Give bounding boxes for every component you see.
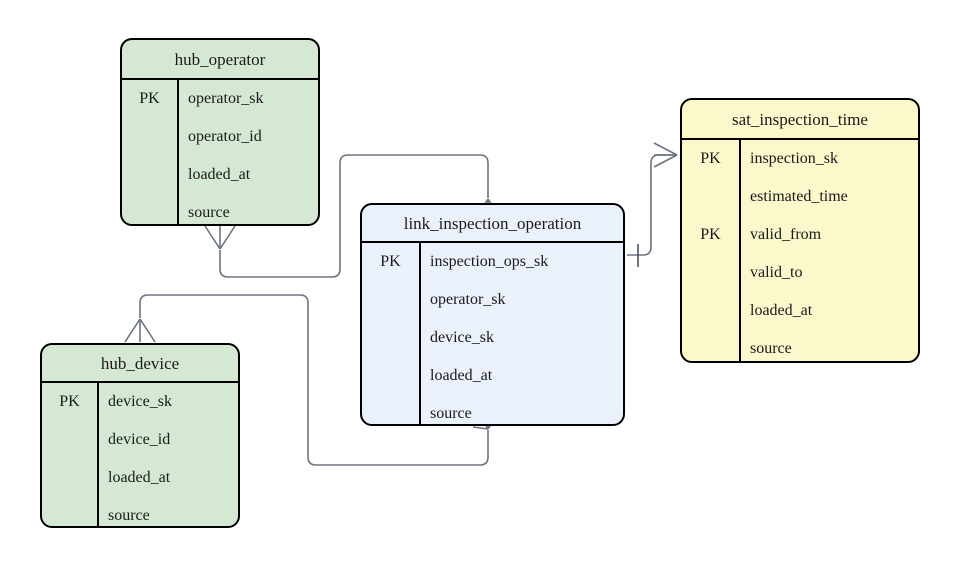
- entity-sat-inspection-time[interactable]: sat_inspection_time PK inspection_sk est…: [680, 98, 920, 363]
- attribute-row[interactable]: PK inspection_ops_sk: [362, 243, 623, 281]
- attribute-key: PK: [682, 140, 741, 178]
- attribute-row[interactable]: source: [362, 395, 623, 424]
- attribute-row[interactable]: operator_sk: [362, 281, 623, 319]
- attribute-row[interactable]: source: [682, 330, 918, 361]
- entity-title-sat-inspection-time: sat_inspection_time: [682, 100, 918, 140]
- relationship-link-sat[interactable]: [627, 142, 678, 267]
- attribute-table-hub-device: PK device_sk device_id loaded_at source: [42, 383, 238, 526]
- entity-hub-device[interactable]: hub_device PK device_sk device_id loaded…: [40, 343, 240, 528]
- attribute-name: source: [188, 204, 230, 221]
- entity-title-link-inspection-operation: link_inspection_operation: [362, 205, 623, 243]
- attribute-key: [122, 118, 179, 156]
- attribute-name: valid_to: [750, 264, 803, 281]
- crows-foot-hub-operator: [204, 225, 236, 250]
- attribute-key: [362, 395, 421, 424]
- attribute-key: [122, 156, 179, 194]
- attribute-key: PK: [42, 383, 99, 421]
- attribute-name: source: [750, 340, 792, 357]
- attribute-key: [682, 292, 741, 330]
- attribute-key: PK: [362, 243, 421, 281]
- attribute-table-link-inspection-operation: PK inspection_ops_sk operator_sk device_…: [362, 243, 623, 424]
- crows-foot-hub-device: [124, 318, 156, 343]
- attribute-row[interactable]: PK valid_from: [682, 216, 918, 254]
- attribute-row[interactable]: device_sk: [362, 319, 623, 357]
- attribute-key: [682, 254, 741, 292]
- attribute-name: operator_sk: [188, 90, 264, 107]
- entity-hub-operator[interactable]: hub_operator PK operator_sk operator_id …: [120, 38, 320, 226]
- attribute-name: device_id: [108, 431, 171, 448]
- entity-title-hub-device: hub_device: [42, 345, 238, 383]
- attribute-name: source: [108, 507, 150, 524]
- attribute-name: device_sk: [430, 329, 494, 346]
- entity-title-hub-operator: hub_operator: [122, 40, 318, 80]
- attribute-key: [362, 319, 421, 357]
- attribute-name: inspection_ops_sk: [430, 253, 549, 270]
- attribute-key: [362, 357, 421, 395]
- attribute-row[interactable]: operator_id: [122, 118, 318, 156]
- attribute-name: valid_from: [750, 226, 822, 243]
- attribute-row[interactable]: estimated_time: [682, 178, 918, 216]
- attribute-name: loaded_at: [188, 166, 251, 183]
- attribute-name: estimated_time: [750, 188, 848, 205]
- attribute-row[interactable]: PK device_sk: [42, 383, 238, 421]
- attribute-table-hub-operator: PK operator_sk operator_id loaded_at sou…: [122, 80, 318, 224]
- attribute-row[interactable]: loaded_at: [42, 459, 238, 497]
- attribute-name: operator_id: [188, 128, 262, 145]
- attribute-key: [122, 194, 179, 224]
- crows-foot-sat-inspection-time: [653, 142, 678, 168]
- attribute-key: [362, 281, 421, 319]
- attribute-row[interactable]: PK operator_sk: [122, 80, 318, 118]
- attribute-name: inspection_sk: [750, 150, 838, 167]
- attribute-row[interactable]: valid_to: [682, 254, 918, 292]
- attribute-name: source: [430, 405, 472, 422]
- attribute-key: [682, 330, 741, 361]
- attribute-row[interactable]: source: [42, 497, 238, 526]
- attribute-name: device_sk: [108, 393, 172, 410]
- attribute-row[interactable]: loaded_at: [122, 156, 318, 194]
- attribute-row[interactable]: source: [122, 194, 318, 224]
- attribute-name: loaded_at: [430, 367, 493, 384]
- attribute-row[interactable]: device_id: [42, 421, 238, 459]
- attribute-key: [42, 497, 99, 526]
- attribute-key: [42, 459, 99, 497]
- attribute-name: loaded_at: [108, 469, 171, 486]
- attribute-row[interactable]: loaded_at: [362, 357, 623, 395]
- attribute-name: operator_sk: [430, 291, 506, 308]
- attribute-key: [682, 178, 741, 216]
- attribute-key: PK: [122, 80, 179, 118]
- attribute-table-sat-inspection-time: PK inspection_sk estimated_time PK valid…: [682, 140, 918, 361]
- attribute-row[interactable]: PK inspection_sk: [682, 140, 918, 178]
- attribute-key: [42, 421, 99, 459]
- attribute-row[interactable]: loaded_at: [682, 292, 918, 330]
- attribute-key: PK: [682, 216, 741, 254]
- attribute-name: loaded_at: [750, 302, 813, 319]
- entity-link-inspection-operation[interactable]: link_inspection_operation PK inspection_…: [360, 203, 625, 426]
